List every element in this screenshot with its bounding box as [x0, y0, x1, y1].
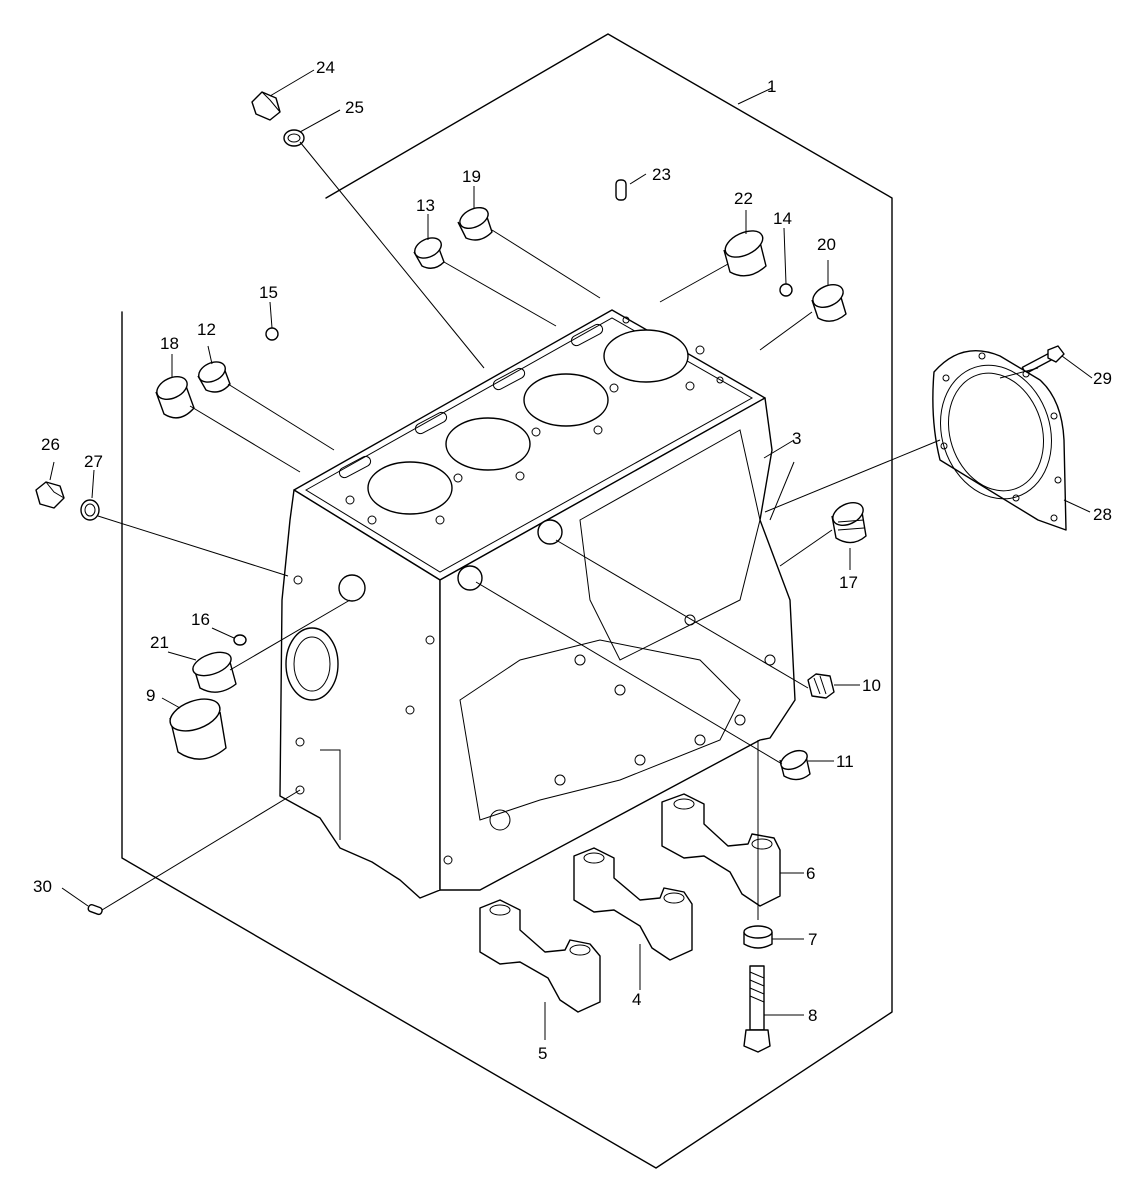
- callout-6: 6: [806, 864, 815, 883]
- part-7-bushing: [743, 925, 773, 949]
- part-11-bushing: [779, 749, 811, 781]
- callout-20: 20: [817, 235, 836, 254]
- part-29-bolt: [1021, 345, 1065, 375]
- part-20-plug: [811, 283, 847, 322]
- callout-30: 30: [33, 877, 52, 896]
- callout-25: 25: [345, 98, 364, 117]
- callout-27: 27: [84, 452, 103, 471]
- callout-3: 3: [792, 429, 801, 448]
- part-23-dowel: [615, 179, 627, 201]
- part-10-plug: [807, 673, 835, 699]
- callout-23: 23: [652, 165, 671, 184]
- part-15-pin: [265, 327, 279, 341]
- part-19-plug: [457, 206, 493, 241]
- callout-1: 1: [767, 77, 776, 96]
- part-17-plug: [831, 501, 867, 544]
- part-16-pin: [233, 634, 247, 646]
- callout-4: 4: [632, 990, 641, 1009]
- part-25-oring: [283, 129, 305, 147]
- leader-lines: [49, 69, 1093, 1040]
- callout-29: 29: [1093, 369, 1112, 388]
- part-30-pin: [87, 903, 103, 916]
- part-22-plug: [723, 230, 767, 277]
- callout-13: 13: [416, 196, 435, 215]
- callout-18: 18: [160, 334, 179, 353]
- part-18-plug: [155, 375, 195, 419]
- part-9-bushing: [169, 698, 227, 760]
- callout-5: 5: [538, 1044, 547, 1063]
- part-26-plug: [35, 481, 65, 509]
- callout-10: 10: [862, 676, 881, 695]
- part-8-bolt: [743, 965, 771, 1053]
- callout-15: 15: [259, 283, 278, 302]
- callout-11: 11: [836, 752, 854, 771]
- part-27-oring: [80, 499, 100, 521]
- part-24-plug: [251, 91, 281, 121]
- callout-22: 22: [734, 189, 753, 208]
- callout-12: 12: [197, 320, 216, 339]
- part-13-plug: [413, 237, 445, 269]
- part-14-pin: [779, 283, 793, 297]
- callout-17: 17: [839, 573, 858, 592]
- callout-28: 28: [1093, 505, 1112, 524]
- callout-9: 9: [146, 686, 155, 705]
- main-bearing-cap-6: [661, 793, 781, 907]
- callout-labels: 1 3 4 5 6 7 8 9 10 11 12 13 14 15 16 17 …: [33, 58, 1112, 1063]
- assembly-boundary: [121, 33, 893, 1169]
- callout-7: 7: [808, 930, 817, 949]
- callout-26: 26: [41, 435, 60, 454]
- part-21-bushing: [192, 651, 237, 693]
- main-bearing-cap-5: [479, 899, 601, 1013]
- part-12-plug: [197, 361, 231, 393]
- cylinder-block: [279, 309, 796, 899]
- callout-14: 14: [773, 209, 792, 228]
- callout-24: 24: [316, 58, 335, 77]
- main-bearing-cap-4: [573, 847, 693, 961]
- callout-16: 16: [191, 610, 210, 629]
- part-28-seal-housing: [932, 349, 1067, 531]
- callout-8: 8: [808, 1006, 817, 1025]
- callout-19: 19: [462, 167, 481, 186]
- callout-21: 21: [150, 633, 169, 652]
